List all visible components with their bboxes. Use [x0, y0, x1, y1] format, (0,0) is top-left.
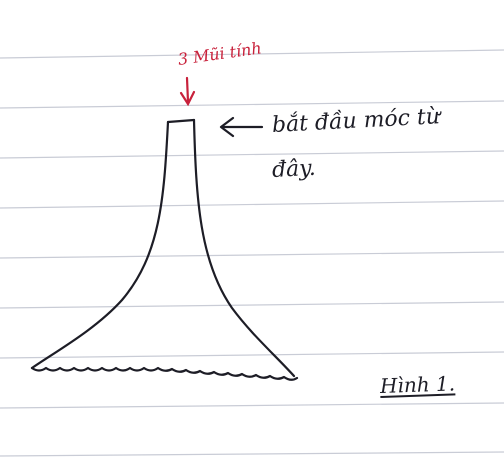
- bell-shape-drawing: [30, 118, 299, 381]
- ruled-line: [0, 402, 504, 409]
- ruled-line: [0, 351, 504, 359]
- ruled-lines: [0, 49, 504, 457]
- ruled-line: [0, 49, 504, 59]
- ruled-line: [0, 251, 504, 259]
- ruled-line: [0, 451, 504, 457]
- ruled-line: [0, 150, 504, 159]
- ruled-line: [0, 200, 504, 209]
- ruled-line: [0, 301, 504, 309]
- figure-label: Hình 1.: [379, 371, 456, 398]
- start-here-note-line-2: đây.: [271, 155, 317, 183]
- ruled-line: [0, 100, 504, 109]
- left-arrow-icon: [219, 116, 264, 138]
- red-down-arrow-icon: [179, 76, 196, 107]
